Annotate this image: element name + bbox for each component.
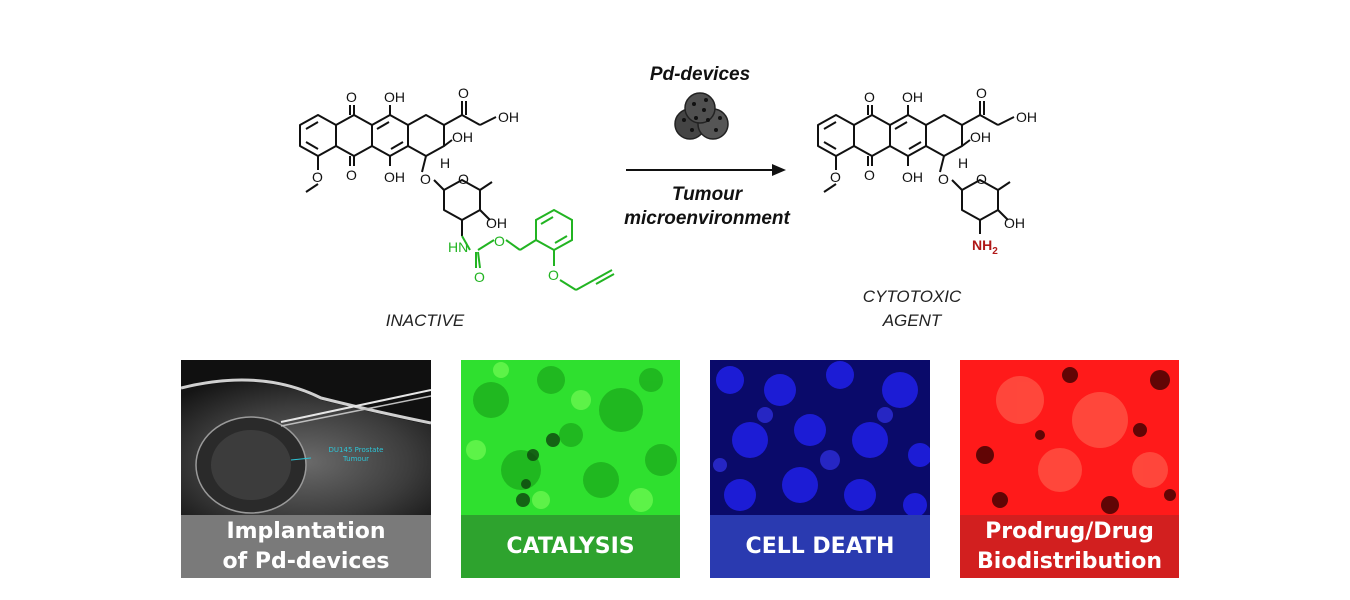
tumour-annotation: DU145 Prostate Tumour (328, 446, 384, 463)
cell-death-panel: CELL DEATH (710, 360, 930, 578)
biodistribution-panel: Prodrug/Drug Biodistribution (960, 360, 1179, 578)
svg-text:OH: OH (498, 109, 519, 125)
svg-text:OH: OH (902, 89, 923, 105)
implantation-panel: DU145 Prostate Tumour Implantation of Pd… (181, 360, 431, 578)
svg-text:O: O (458, 171, 469, 187)
svg-text:O: O (458, 85, 469, 101)
implantation-caption: Implantation of Pd-devices (181, 515, 431, 578)
svg-text:H: H (440, 155, 450, 171)
svg-text:OH: OH (970, 129, 991, 145)
reaction-scheme: O OH O OH O OH OH H O O O OH HN O O O (299, 64, 1037, 330)
catalysis-caption: CATALYSIS (461, 515, 680, 578)
svg-text:OH: OH (902, 169, 923, 185)
drug-labels: O OH O OH O OH OH H O O O OH (830, 85, 1037, 231)
cell-death-caption: CELL DEATH (710, 515, 930, 578)
catalysis-panel: CATALYSIS (461, 360, 680, 578)
propargyl-carbamate-group (461, 208, 615, 291)
svg-text:OH: OH (486, 215, 507, 231)
svg-text:H: H (958, 155, 968, 171)
svg-text:O: O (976, 85, 987, 101)
prodrug-labels: O OH O OH O OH OH H O O O OH (312, 85, 519, 231)
svg-text:O: O (420, 171, 431, 187)
svg-text:O: O (474, 269, 485, 285)
svg-text:OH: OH (1004, 215, 1025, 231)
biodistribution-fluorescence-image (960, 360, 1179, 515)
svg-text:O: O (494, 233, 505, 249)
svg-text:O: O (312, 169, 323, 185)
svg-text:O: O (548, 267, 559, 283)
svg-text:O: O (864, 167, 875, 183)
svg-text:OH: OH (384, 169, 405, 185)
inactive-label: INACTIVE (386, 311, 465, 330)
svg-text:O: O (976, 171, 987, 187)
arrow-top-label: Pd-devices (650, 64, 750, 85)
reaction-arrow (626, 164, 786, 176)
svg-text:O: O (864, 89, 875, 105)
arrow-bottom-label-2: microenvironment (624, 208, 790, 229)
svg-text:O: O (346, 167, 357, 183)
ultrasound-image: DU145 Prostate Tumour (181, 360, 431, 515)
cell-death-fluorescence-image (710, 360, 930, 515)
amine-label: NH2 (972, 237, 998, 257)
svg-text:OH: OH (452, 129, 473, 145)
svg-text:OH: OH (1016, 109, 1037, 125)
drug-molecule (817, 101, 1015, 234)
catalysis-fluorescence-image (461, 360, 680, 515)
biodistribution-caption: Prodrug/Drug Biodistribution (960, 515, 1179, 578)
svg-text:HN: HN (448, 239, 468, 255)
cytotoxic-label: CYTOTOXIC (863, 287, 962, 306)
pd-devices-icon (674, 92, 729, 140)
svg-text:O: O (938, 171, 949, 187)
arrow-bottom-label-1: Tumour (672, 184, 744, 205)
svg-text:O: O (830, 169, 841, 185)
svg-text:OH: OH (384, 89, 405, 105)
svg-text:O: O (346, 89, 357, 105)
prodrug-molecule (299, 101, 497, 236)
agent-label: AGENT (882, 311, 943, 330)
prodrug-green-labels: HN O O O (448, 233, 559, 285)
